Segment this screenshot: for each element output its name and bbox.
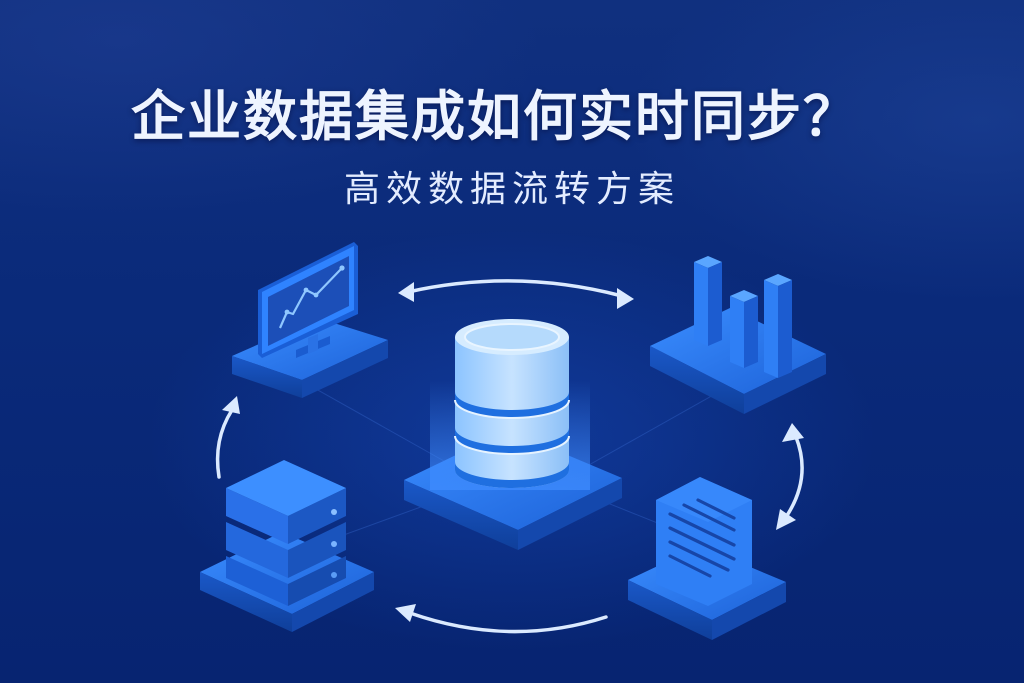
monitor-node[interactable]	[232, 242, 388, 398]
database-icon	[454, 319, 570, 488]
bar-chart-icon	[694, 256, 792, 378]
page-subtitle: 高效数据流转方案	[343, 169, 680, 210]
arrowhead-left-icon	[398, 282, 414, 302]
document-node[interactable]	[628, 477, 786, 640]
database-node[interactable]	[404, 319, 622, 550]
bar-chart-node[interactable]	[650, 256, 826, 414]
arrowhead-up-icon	[782, 423, 804, 442]
server-node[interactable]	[200, 460, 374, 632]
server-stack-icon	[226, 460, 346, 606]
arrowhead-left-icon	[395, 604, 416, 622]
arrow-barchart-document	[776, 423, 804, 530]
arrow-server-monitor	[215, 396, 240, 479]
arrow-document-server	[395, 604, 608, 634]
arrowhead-right-icon	[617, 288, 634, 309]
arrowhead-down-icon	[776, 509, 796, 530]
arrow-monitor-barchart	[398, 279, 634, 309]
monitor-line-chart-icon	[258, 242, 358, 358]
page-title: 企业数据集成如何实时同步？	[131, 85, 859, 148]
document-icon	[656, 477, 752, 606]
arrowhead-up-icon	[222, 396, 240, 414]
